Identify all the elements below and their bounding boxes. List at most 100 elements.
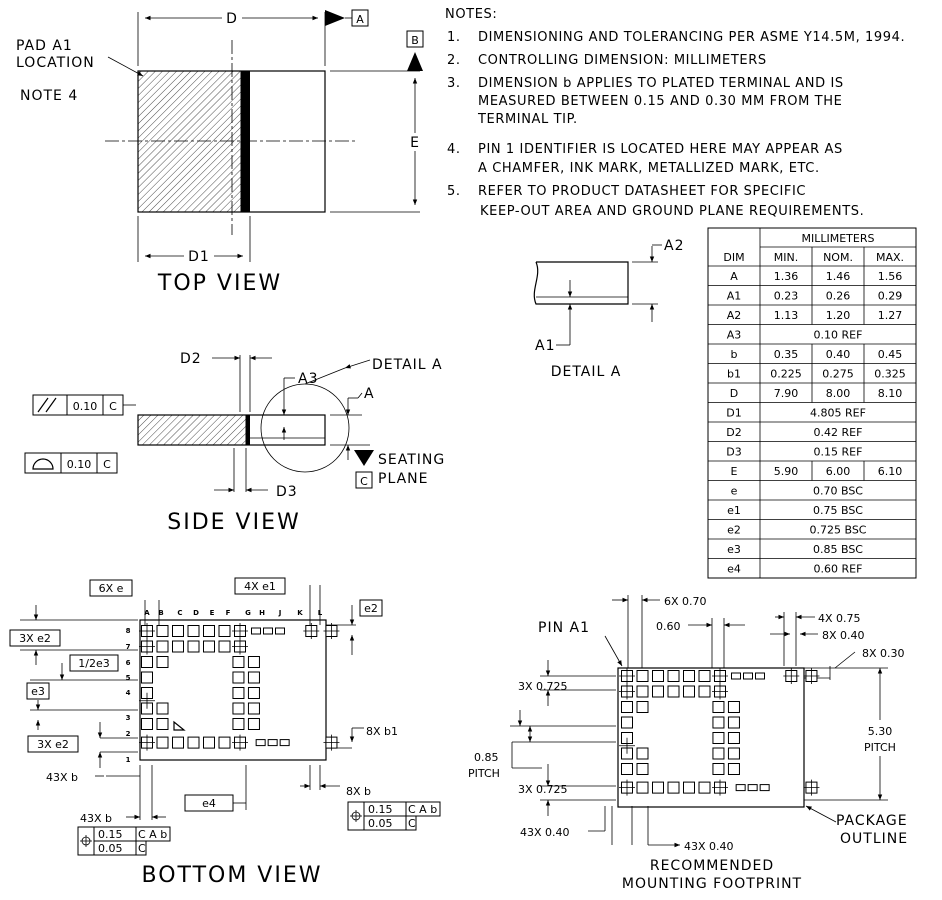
side-view-title: SIDE VIEW (167, 510, 300, 535)
detail-a-circle (260, 383, 350, 473)
fp-pad (652, 685, 664, 698)
detail-a2-label: A2 (664, 238, 684, 254)
table-cell-dim: e4 (727, 563, 741, 576)
seating-plane-triangle (354, 450, 374, 466)
bv-pad (218, 640, 231, 653)
top-view-title: TOP VIEW (157, 271, 282, 296)
bv-pad (141, 656, 153, 668)
note4-label: NOTE 4 (20, 88, 78, 104)
fp-pad (698, 670, 711, 682)
pad-a1-label-2: LOCATION (16, 55, 95, 71)
parallel-icon (37, 397, 49, 413)
package-outline-footprint (617, 667, 805, 808)
fp-3x-bot: 3X 0.725 (518, 783, 568, 796)
bv-pad (232, 656, 245, 668)
fp-pitch-right: PITCH (864, 741, 896, 754)
fp-pad (636, 747, 649, 760)
note-5-num: 5. (447, 184, 461, 199)
bv-e2: e2 (364, 602, 378, 615)
fp-pad (683, 781, 695, 794)
fp-4x: 4X 0.75 (818, 612, 861, 625)
side-detail-a-label: DETAIL A (372, 357, 443, 373)
profile-surface-icon (32, 458, 54, 470)
table-header-group: MILLIMETERS (802, 232, 875, 245)
fcf2-ref2: C (408, 817, 416, 830)
bv-row-number: 5 (126, 674, 131, 682)
seating-label-2: PLANE (378, 471, 428, 487)
notes-block: NOTES: 1. DIMENSIONING AND TOLERANCING P… (445, 7, 905, 219)
table-cell-max: 0.325 (874, 368, 906, 381)
bv-pad (232, 687, 245, 699)
bv-pad (247, 656, 260, 668)
table-row: e4 0.60 REF (727, 563, 862, 576)
table-cell-max: 0.29 (878, 290, 903, 303)
fp-pad (712, 732, 725, 744)
fp-8x-030: 8X 0.30 (862, 647, 905, 660)
fp-pad (698, 685, 711, 698)
table-cell-nom: 1.20 (826, 309, 851, 322)
detail-a1-label: A1 (535, 338, 555, 354)
table-cell-dim: b1 (727, 368, 741, 381)
fcf1-ref2: C (138, 842, 146, 855)
table-cell-nom: 0.40 (826, 348, 851, 361)
bv-col-letter: E (210, 609, 215, 617)
fp-pad (636, 670, 649, 682)
fp-pad (636, 781, 649, 794)
bv-pad (141, 718, 153, 730)
fp-pad-small (731, 672, 741, 680)
bv-3x-e2-top: 3X e2 (19, 632, 51, 645)
fp-pad (652, 670, 664, 682)
bv-pad (203, 640, 215, 653)
table-cell-dim: A (730, 270, 738, 283)
bv-row-number: 6 (126, 659, 131, 667)
bv-col-letter: K (297, 609, 303, 617)
bv-pad (187, 625, 200, 637)
bv-col-letter: B (158, 609, 163, 617)
datum-b-box (406, 30, 424, 48)
datum-a-label: A (356, 13, 364, 26)
table-cell-min: 0.23 (774, 290, 799, 303)
datum-c-box (355, 471, 373, 489)
flatness-frame: 0.10 C (24, 452, 118, 474)
bv-pad (172, 625, 184, 637)
table-cell-ref: 0.725 BSC (809, 524, 866, 537)
mounting-footprint: PIN A1 6X 0.70 0.60 4X 0.75 8X 0.40 8X 0… (468, 595, 907, 892)
fp-pad (636, 685, 649, 698)
datum-a-triangle (325, 10, 345, 26)
fp-pad (698, 781, 711, 794)
table-cell-ref: 0.60 REF (814, 563, 863, 576)
bv-col-letter: F (226, 609, 231, 617)
bv-pad (232, 671, 245, 684)
bv-e3: e3 (31, 685, 45, 698)
bv-pad (187, 736, 200, 749)
pin1-marker-icon (173, 720, 186, 731)
fp-title-1: RECOMMENDED (650, 858, 774, 874)
fcf2-tol: 0.15 (368, 803, 393, 816)
table-cell-ref: 0.42 REF (814, 426, 863, 439)
table-cell-nom: 0.26 (826, 290, 851, 303)
table-cell-dim: D3 (726, 446, 741, 459)
bv-e4: e4 (202, 797, 216, 810)
note-5-line-1: REFER TO PRODUCT DATASHEET FOR SPECIFIC (478, 184, 806, 199)
table-cell-nom: 6.00 (826, 465, 851, 478)
table-cell-ref: 0.75 BSC (813, 504, 863, 517)
side-a3-label: A3 (298, 371, 318, 387)
table-cell-min: 1.36 (774, 270, 799, 283)
fp-43x-bottom: 43X 0.40 (684, 840, 734, 853)
table-cell-ref: 4.805 REF (810, 407, 866, 420)
fcf2-tol2: 0.05 (368, 817, 393, 830)
bv-8x-b1: 8X b1 (366, 725, 398, 738)
bv-col-letter: G (245, 609, 251, 617)
bv-pad (203, 736, 215, 749)
position-frame-2: 0.15 0.05 C A b C (347, 801, 441, 831)
table-cell-dim: b (731, 348, 738, 361)
table-cell-ref: 0.15 REF (814, 446, 863, 459)
fcf2-refs: C A b (408, 803, 437, 816)
bv-pad (156, 625, 169, 637)
